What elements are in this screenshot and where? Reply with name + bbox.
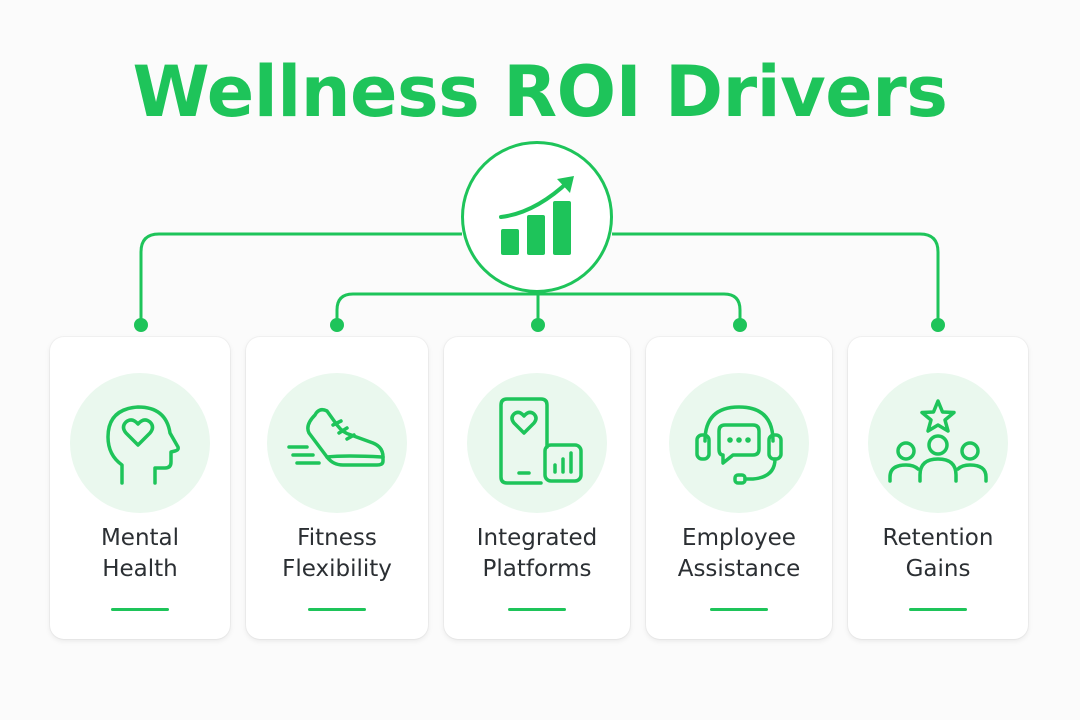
connector-dot — [531, 318, 545, 332]
accent-underline — [710, 608, 768, 611]
connector-dot — [931, 318, 945, 332]
connector-dot — [330, 318, 344, 332]
running-shoe-icon — [287, 407, 385, 467]
card-label-line1: Fitness — [297, 525, 377, 551]
accent-underline — [909, 608, 967, 611]
icon-badge — [267, 373, 407, 513]
card-label-line2: Gains — [905, 556, 971, 582]
card-label-line1: Mental — [100, 525, 180, 551]
accent-underline — [308, 608, 366, 611]
card-retention-gains: Retention Gains — [848, 337, 1028, 639]
team-star-icon — [888, 399, 988, 483]
icon-badge — [868, 373, 1008, 513]
roi-hub — [461, 141, 613, 293]
card-label-line1: Integrated — [476, 525, 598, 551]
card-label-line2: Assistance — [677, 556, 801, 582]
phone-app-icon — [499, 397, 583, 485]
growth-chart-icon — [499, 176, 574, 255]
headset-icon — [695, 405, 783, 485]
card-employee-assistance: Employee Assistance — [646, 337, 832, 639]
card-label-line1: Employee — [682, 525, 796, 551]
icon-badge — [70, 373, 210, 513]
card-fitness-flexibility: Fitness Flexibility — [246, 337, 428, 639]
card-label-line2: Health — [102, 556, 178, 582]
accent-underline — [508, 608, 566, 611]
card-integrated-platforms: Integrated Platforms — [444, 337, 630, 639]
card-mental-health: Mental Health — [50, 337, 230, 639]
head-heart-icon — [106, 405, 180, 485]
card-label-line2: Platforms — [482, 556, 592, 582]
page-title: Wellness ROI Drivers — [132, 51, 948, 133]
icon-badge — [467, 373, 607, 513]
card-label-line2: Flexibility — [282, 556, 392, 582]
icon-badge — [669, 373, 809, 513]
accent-underline — [111, 608, 169, 611]
connector-dot — [733, 318, 747, 332]
card-label-line1: Retention — [882, 525, 994, 551]
connector-dot — [134, 318, 148, 332]
